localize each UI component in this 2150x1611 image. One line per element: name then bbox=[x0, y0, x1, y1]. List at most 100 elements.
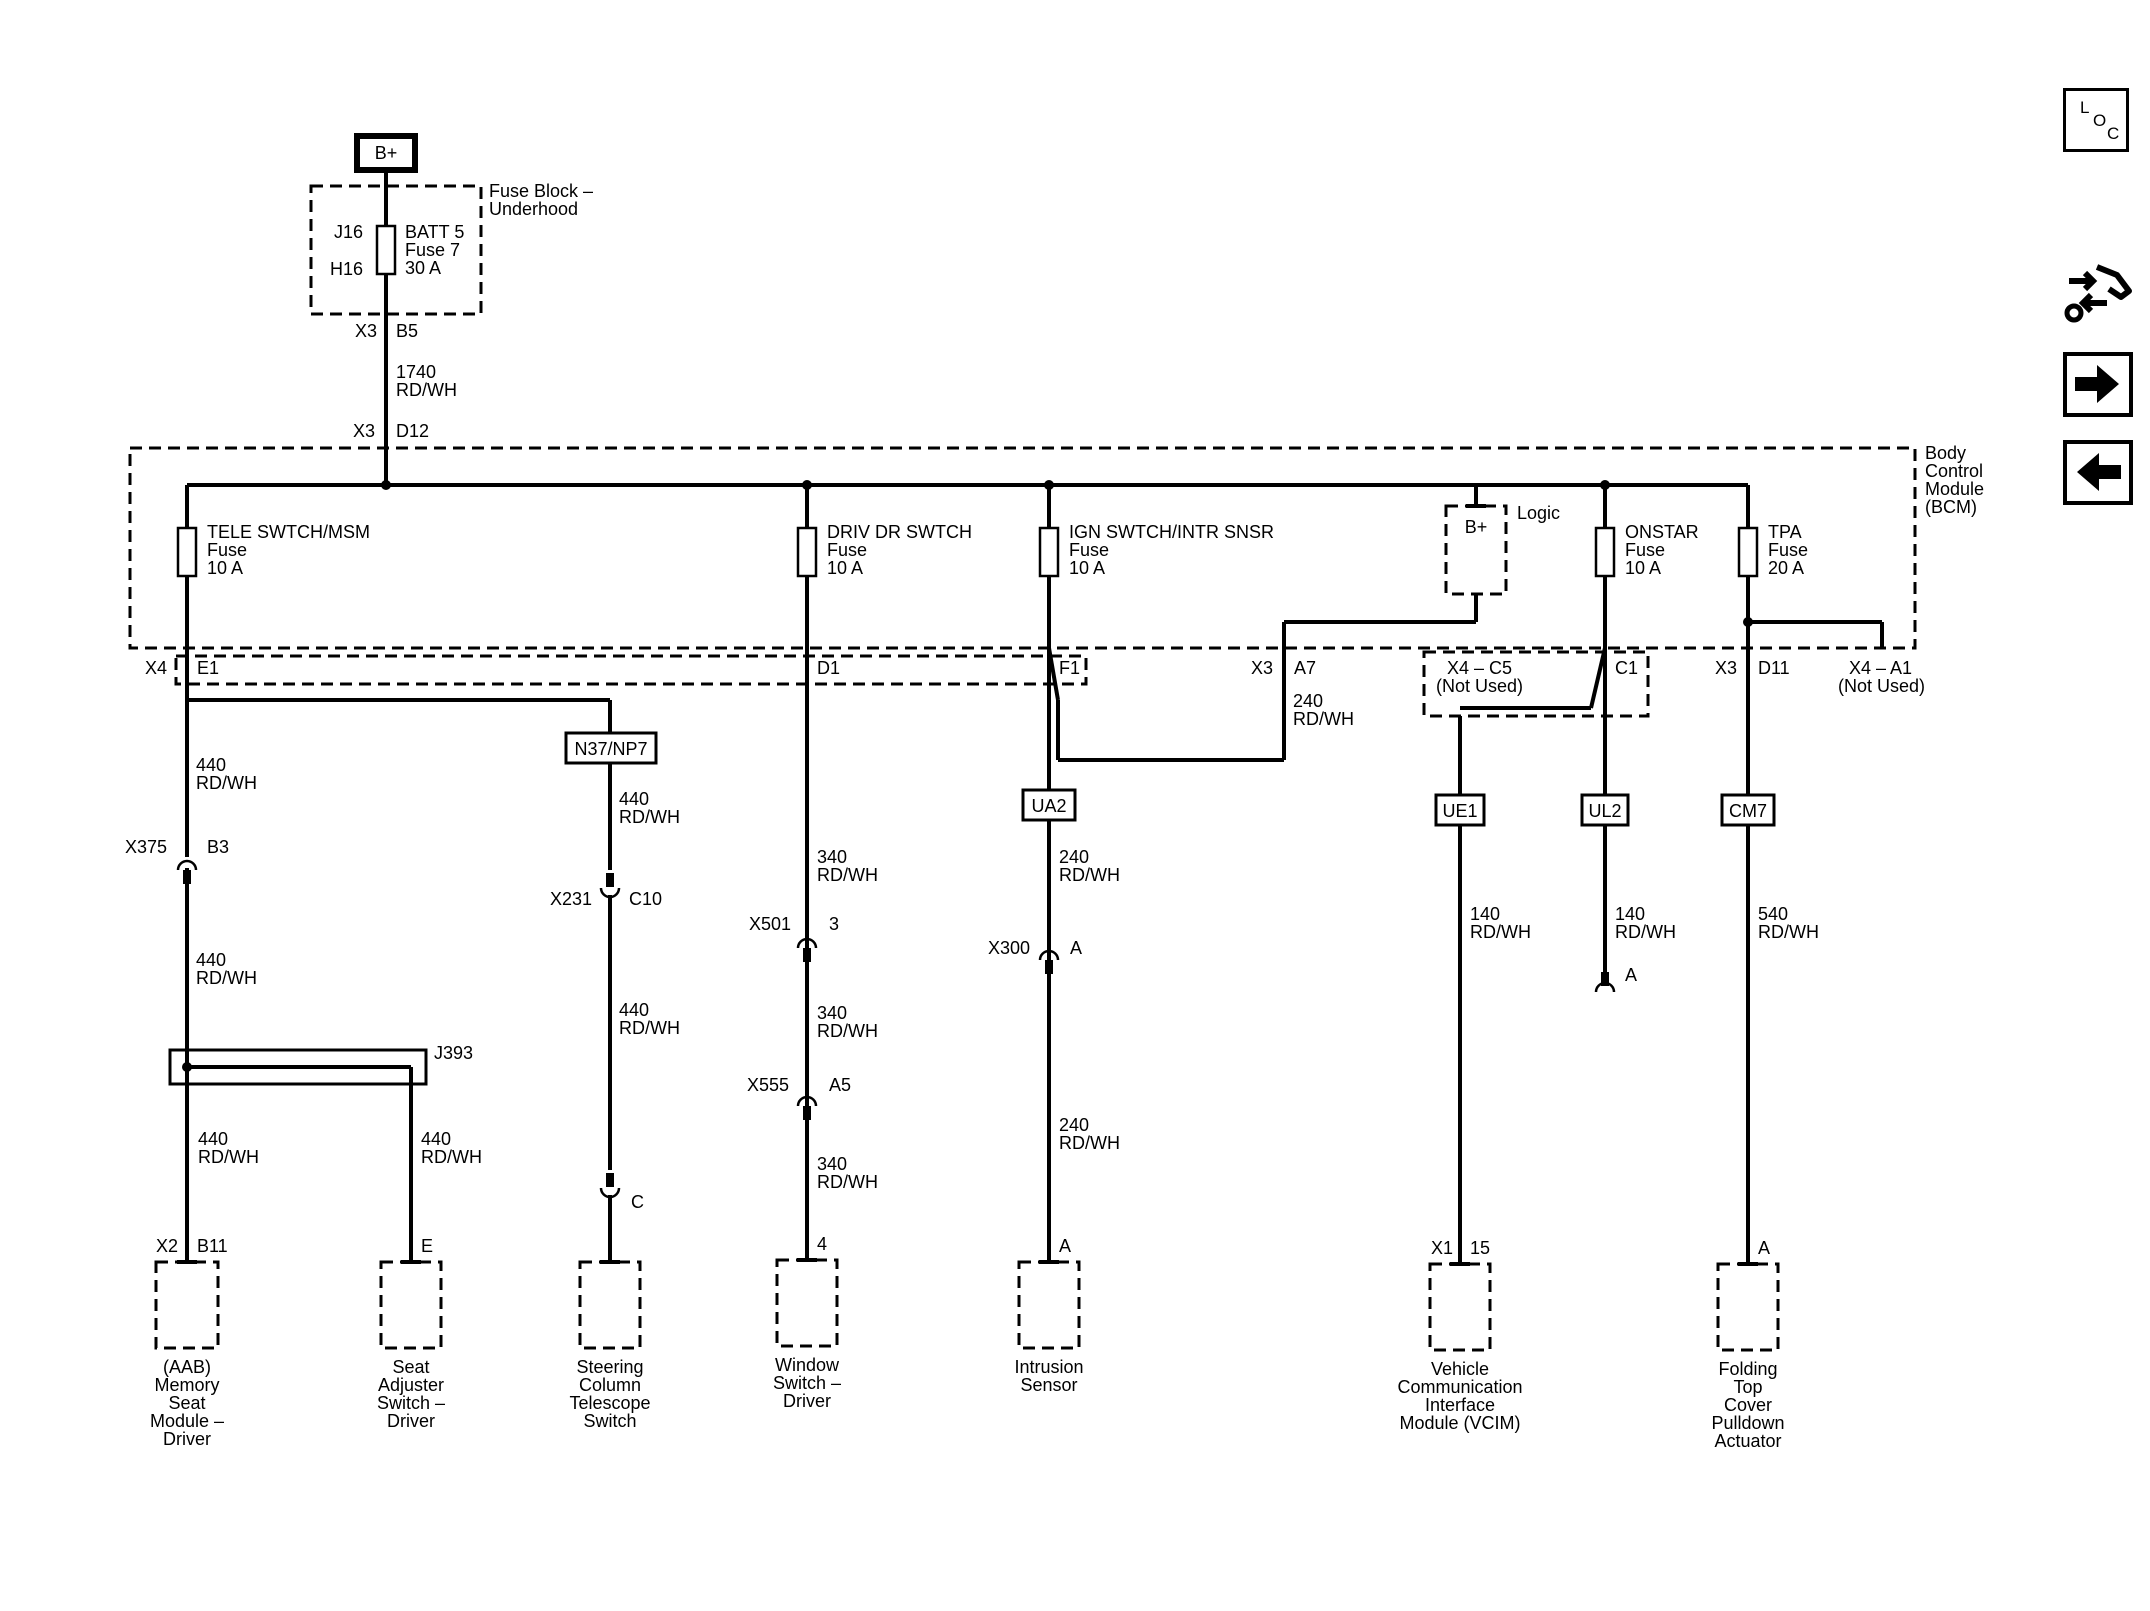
option-cm7-label: CM7 bbox=[1729, 801, 1767, 821]
logic-label: Logic bbox=[1517, 503, 1560, 523]
fuse-number: Fuse 7 bbox=[405, 240, 460, 260]
wire-440-color: RD/WH bbox=[196, 773, 257, 793]
wire-340-label-3: 340 bbox=[817, 1154, 847, 1174]
intrusion-pin: A bbox=[1059, 1236, 1071, 1256]
memory-seat-name-5: Driver bbox=[163, 1429, 211, 1449]
tpa-fuse-type: Fuse bbox=[1768, 540, 1808, 560]
batt5-fuse bbox=[375, 224, 397, 276]
vcim-pin: 15 bbox=[1470, 1238, 1490, 1258]
location-button[interactable]: L O C bbox=[2063, 88, 2129, 152]
fuse-name: BATT 5 bbox=[405, 222, 464, 242]
folding-top-name-1: Folding bbox=[1718, 1359, 1777, 1379]
window-name-2: Switch – bbox=[773, 1373, 841, 1393]
window-switch-pin: 4 bbox=[817, 1234, 827, 1254]
logic-bplus-label: B+ bbox=[1465, 517, 1488, 537]
wire-140-color: RD/WH bbox=[1470, 922, 1531, 942]
seat-adjuster-name-2: Adjuster bbox=[378, 1375, 444, 1395]
vcim-name-3: Interface bbox=[1425, 1395, 1495, 1415]
wire-440-label-3: 440 bbox=[198, 1129, 228, 1149]
tele-fuse-name: TELE SWTCH/MSM bbox=[207, 522, 370, 542]
memory-seat-name-4: Module – bbox=[150, 1411, 224, 1431]
j393-label: J393 bbox=[434, 1043, 473, 1063]
steering-name-4: Switch bbox=[583, 1411, 636, 1431]
wire-140-color-2: RD/WH bbox=[1615, 922, 1676, 942]
folding-top-actuator bbox=[1716, 1262, 1780, 1352]
wire-340-color-2: RD/WH bbox=[817, 1021, 878, 1041]
conn-x300-a: A bbox=[1070, 938, 1082, 958]
option-cm7 bbox=[1720, 793, 1776, 827]
tele-fuse-type: Fuse bbox=[207, 540, 247, 560]
wire-340-color: RD/WH bbox=[817, 865, 878, 885]
wire-240-color-2: RD/WH bbox=[1059, 865, 1120, 885]
wire-340-label-2: 340 bbox=[817, 1003, 847, 1023]
driv-fuse-type: Fuse bbox=[827, 540, 867, 560]
bcm-title-3: Module bbox=[1925, 479, 1984, 499]
vcim-conn: X1 bbox=[1431, 1238, 1453, 1258]
ign-fuse-name: IGN SWTCH/INTR SNSR bbox=[1069, 522, 1274, 542]
service-tools-icon[interactable] bbox=[2063, 257, 2133, 327]
tpa-fuse-rating: 20 A bbox=[1768, 558, 1804, 578]
wire-340-color-3: RD/WH bbox=[817, 1172, 878, 1192]
tpa-fuse bbox=[1737, 526, 1759, 578]
loc-letter-l: L bbox=[2080, 98, 2090, 117]
loc-letter-o: O bbox=[2093, 111, 2107, 130]
steering-name-3: Telescope bbox=[569, 1393, 650, 1413]
fuse-out-pin: B5 bbox=[396, 321, 418, 341]
memory-seat-conn: X2 bbox=[156, 1236, 178, 1256]
option-ul2 bbox=[1580, 793, 1630, 827]
intrusion-name-1: Intrusion bbox=[1014, 1357, 1083, 1377]
arrow-right-icon bbox=[2075, 365, 2119, 403]
bcm-in-conn: X3 bbox=[353, 421, 375, 441]
bcm-title-4: (BCM) bbox=[1925, 497, 1977, 517]
wire-140-label-2: 140 bbox=[1615, 904, 1645, 924]
vcim-name-4: Module (VCIM) bbox=[1399, 1413, 1520, 1433]
conn-a5: A5 bbox=[829, 1075, 851, 1095]
fuse-pin-h16: H16 bbox=[330, 259, 363, 279]
pin-a1: X4 – A1 bbox=[1849, 658, 1912, 678]
folding-top-name-5: Actuator bbox=[1714, 1431, 1781, 1451]
driv-dr-fuse bbox=[796, 526, 818, 578]
pin-x3-b: X3 bbox=[1715, 658, 1737, 678]
previous-page-button[interactable] bbox=[2063, 440, 2133, 505]
wire-240-color-3: RD/WH bbox=[1059, 1133, 1120, 1153]
seat-adjuster-pin: E bbox=[421, 1236, 433, 1256]
window-switch bbox=[775, 1258, 839, 1348]
seat-adjuster-name-3: Switch – bbox=[377, 1393, 445, 1413]
feed-wire-color: RD/WH bbox=[396, 380, 457, 400]
seat-adjuster-name-4: Driver bbox=[387, 1411, 435, 1431]
wire-440-color-5: RD/WH bbox=[619, 807, 680, 827]
bcm-title-2: Control bbox=[1925, 461, 1983, 481]
arrow-left-icon bbox=[2077, 453, 2121, 491]
pin-c5: X4 – C5 bbox=[1447, 658, 1512, 678]
memory-seat-name-1: (AAB) bbox=[163, 1357, 211, 1377]
onstar-fuse-type: Fuse bbox=[1625, 540, 1665, 560]
next-page-button[interactable] bbox=[2063, 352, 2133, 417]
wire-440-label-2: 440 bbox=[196, 950, 226, 970]
tele-swtch-fuse bbox=[176, 526, 198, 578]
fuse-block-title: Fuse Block – bbox=[489, 181, 593, 201]
bcm-title-1: Body bbox=[1925, 443, 1966, 463]
bplus-label: B+ bbox=[375, 143, 398, 163]
onstar-fuse-rating: 10 A bbox=[1625, 558, 1661, 578]
folding-top-name-3: Cover bbox=[1724, 1395, 1772, 1415]
pin-x3-a: X3 bbox=[1251, 658, 1273, 678]
memory-seat-pin: B11 bbox=[197, 1236, 228, 1256]
fuse-pin-j16: J16 bbox=[334, 222, 363, 242]
fuse-block-underhood bbox=[309, 184, 483, 316]
conn-steering-c: C bbox=[631, 1192, 644, 1212]
intrusion-sensor bbox=[1017, 1260, 1081, 1350]
folding-top-name-2: Top bbox=[1733, 1377, 1762, 1397]
wire-240-color: RD/WH bbox=[1293, 709, 1354, 729]
feed-wire-circuit: 1740 bbox=[396, 362, 436, 382]
wire-440-color-6: RD/WH bbox=[619, 1018, 680, 1038]
option-n37-label: N37/NP7 bbox=[574, 739, 647, 759]
conn-x375: X375 bbox=[125, 837, 167, 857]
memory-seat-name-3: Seat bbox=[168, 1393, 205, 1413]
wire-440-label: 440 bbox=[196, 755, 226, 775]
wire-140-label: 140 bbox=[1470, 904, 1500, 924]
pin-f1: F1 bbox=[1059, 658, 1080, 678]
wire-540-label: 540 bbox=[1758, 904, 1788, 924]
option-ua2-label: UA2 bbox=[1031, 796, 1066, 816]
j393-splice-pack bbox=[168, 1048, 428, 1086]
